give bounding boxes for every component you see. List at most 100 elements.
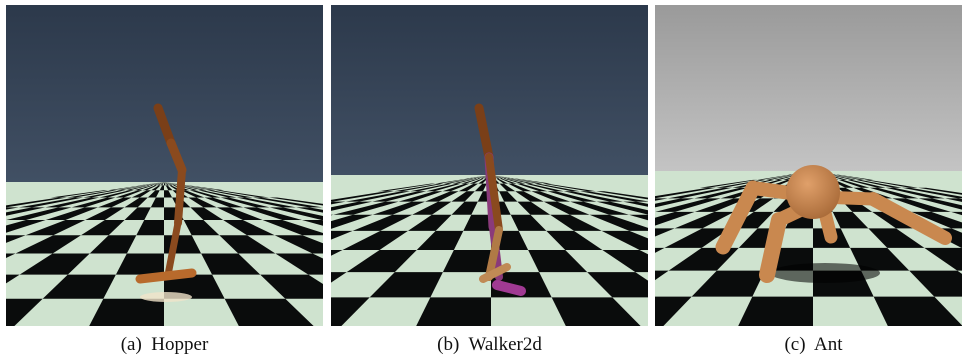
floor-tile [204, 197, 244, 208]
floor-tile [506, 178, 534, 184]
floor-tile [223, 219, 275, 236]
floor-tile [458, 183, 479, 192]
ant-render [655, 5, 962, 326]
floor-tile [18, 197, 84, 208]
floor-tile [45, 197, 100, 208]
floor-tile [164, 182, 165, 183]
floor-tile [331, 191, 395, 202]
floor-tile [156, 182, 163, 186]
floor-tile [828, 174, 856, 180]
floor-tile [83, 190, 126, 198]
floor-tile [181, 190, 205, 198]
hopper-render [6, 5, 323, 326]
floor-tile [331, 214, 373, 229]
floor-tile [442, 183, 470, 192]
floor-tile [6, 298, 43, 326]
floor-tile [6, 207, 72, 220]
floor-tile [216, 207, 263, 220]
floor-tile [850, 247, 910, 271]
floor-tile [602, 249, 648, 273]
floor-tile [832, 174, 865, 180]
floor-tile [425, 191, 459, 202]
caption-hopper: (a) Hopper [120, 334, 209, 355]
floor-tile [6, 197, 68, 208]
floor-tile [89, 235, 137, 254]
floor-tile [162, 182, 164, 183]
checker-floor [6, 182, 323, 326]
floor-tile [587, 272, 648, 298]
floor-tile [153, 182, 163, 186]
floor-tile [125, 185, 150, 191]
floor-tile [570, 201, 629, 215]
floor-tile [116, 185, 147, 191]
floor-tile [124, 197, 148, 208]
floor-tile [189, 190, 221, 198]
floor-tile [301, 219, 323, 226]
floor-tile [855, 179, 902, 188]
floor-tile [864, 179, 919, 188]
floor-tile [664, 228, 730, 248]
floor-tile [516, 183, 548, 192]
floor-tile [835, 174, 874, 180]
floor-tile [6, 235, 26, 243]
ant-robot [715, 165, 952, 283]
floor-tile [531, 191, 571, 202]
floor-tile [426, 183, 461, 192]
floor-tile [667, 187, 733, 199]
floor-tile [159, 185, 164, 191]
floor-tile [269, 197, 323, 206]
floor-tile [394, 183, 444, 192]
floor-tile [243, 207, 302, 220]
floor-tile [765, 174, 796, 180]
floor-tile [159, 182, 164, 183]
floor-tile [547, 191, 597, 202]
floor-tile [499, 183, 516, 192]
floor-tile [224, 298, 314, 326]
floor-tile [510, 214, 547, 231]
floor-tile [219, 235, 276, 254]
floor-tile [474, 183, 487, 192]
floor-tile [451, 191, 475, 202]
floor-tile [515, 191, 544, 202]
floor-tile [147, 190, 160, 198]
floor-tile [274, 235, 323, 254]
caption-ant: (c) Ant [784, 334, 843, 355]
floor-tile [162, 182, 164, 183]
floor-tile [99, 190, 134, 198]
floor-tile [655, 270, 669, 281]
floor-tile [412, 201, 452, 215]
floor-tile [150, 197, 164, 208]
floor-tile [151, 185, 161, 191]
floor-tile [146, 182, 161, 186]
floor-tile [655, 198, 695, 208]
floor-tile [469, 175, 487, 179]
floor-tile [493, 175, 504, 179]
floor-tile [164, 182, 170, 183]
floor-tile [164, 182, 167, 183]
floor-tile [269, 207, 323, 220]
floor-tile [159, 182, 164, 183]
checker-floor [331, 175, 648, 326]
floor-tile [499, 191, 518, 202]
floor-tile [331, 297, 370, 326]
floor-tile [546, 230, 603, 250]
floor-tile [885, 187, 945, 199]
floor-tile [165, 182, 173, 186]
floor-tile [924, 247, 962, 271]
floor-tile [694, 198, 748, 212]
floor-tile [164, 182, 168, 183]
floor-tile [911, 211, 962, 229]
floor-tile [165, 185, 173, 191]
floor-tile [398, 191, 443, 202]
floor-tile [115, 190, 143, 198]
floor-tile [352, 214, 413, 231]
floor-tile [322, 207, 323, 208]
floor-tile [136, 219, 164, 236]
floor-tile [473, 175, 488, 179]
floor-tile [260, 274, 323, 299]
floor-tile [345, 191, 411, 202]
floor-tile [6, 219, 46, 233]
floor-tile [873, 296, 962, 326]
floor-tile [42, 274, 116, 299]
floor-tile [164, 190, 173, 198]
